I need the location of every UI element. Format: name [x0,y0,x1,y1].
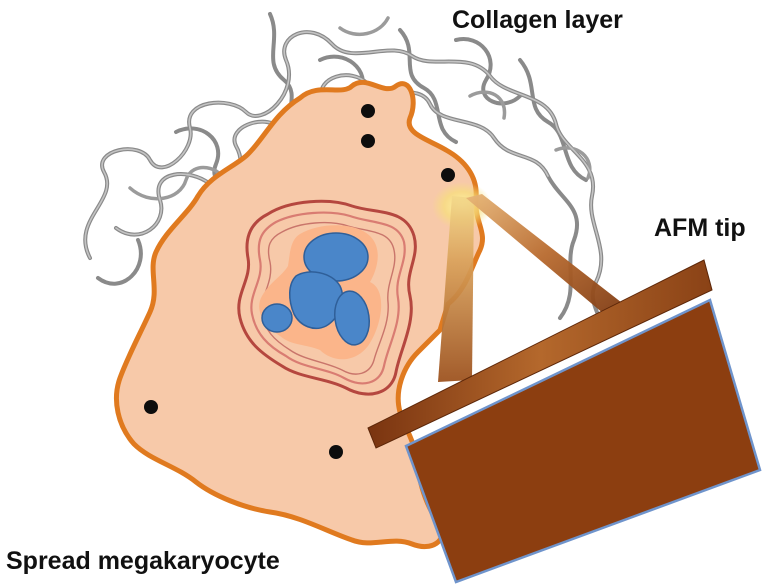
dot [361,134,375,148]
cell-label: Spread megakaryocyte [6,547,280,576]
dot [361,104,375,118]
collagen-label: Collagen layer [452,6,623,35]
afm-tip-label: AFM tip [654,214,746,243]
dot [441,168,455,182]
nucleus-lobe [262,304,292,332]
dot [144,400,158,414]
dot [329,445,343,459]
